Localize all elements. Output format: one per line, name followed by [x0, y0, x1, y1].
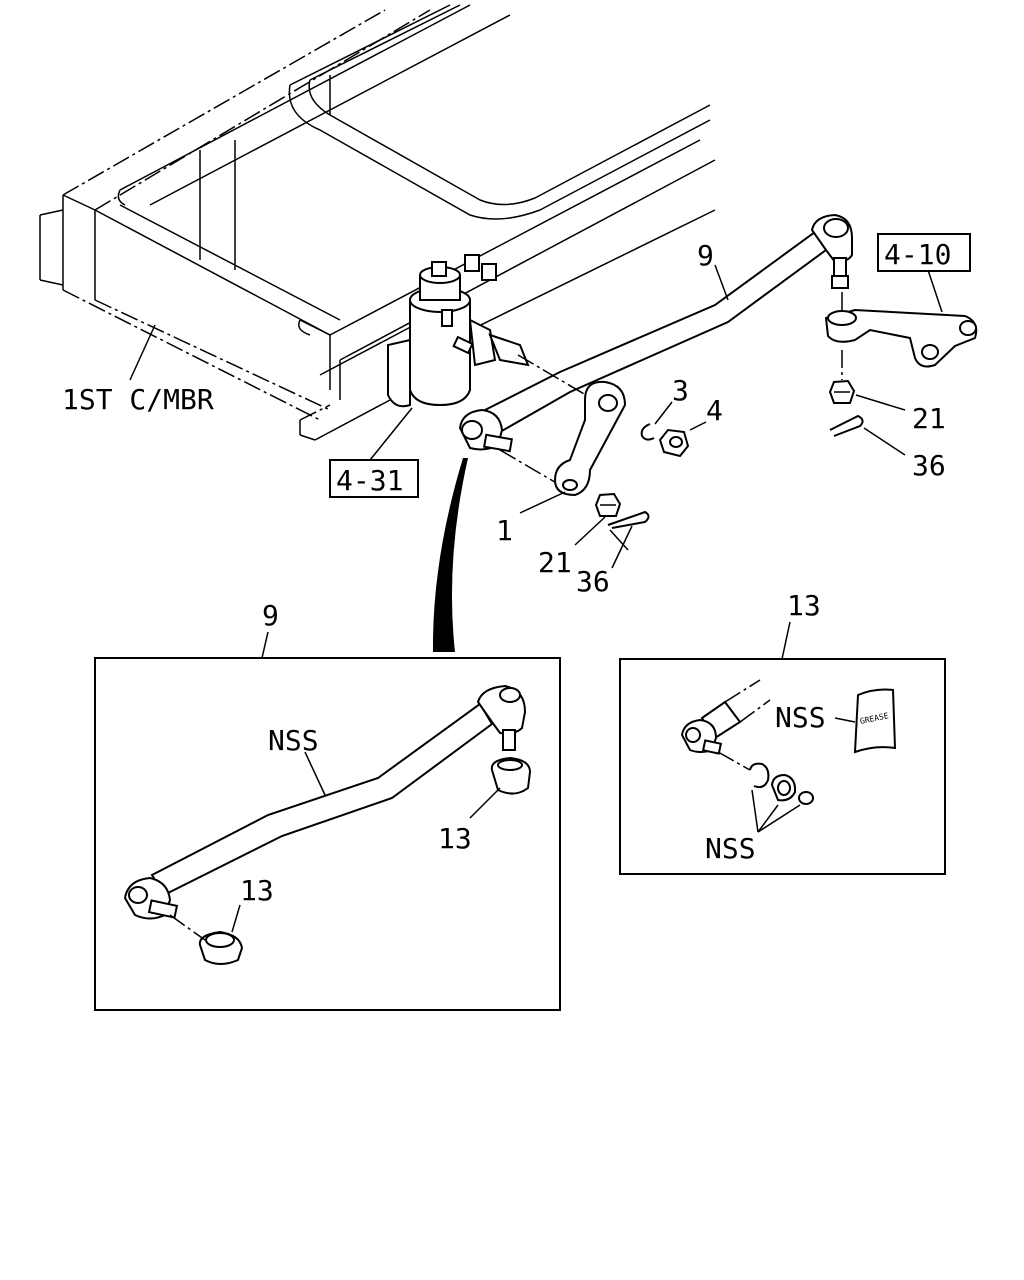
item-4-label: 4: [706, 394, 723, 427]
ref-gearbox-label[interactable]: 4-31: [336, 464, 403, 497]
callout-pointer: [432, 458, 468, 652]
frame-crossmember: [39, 4, 716, 441]
ref-arm-leader: [927, 269, 943, 313]
drag-link-icon: [458, 213, 853, 453]
castle-nut-right-icon: [828, 379, 856, 404]
item-36-right-leader: [863, 427, 906, 456]
item-21-lower-label: 21: [538, 546, 572, 579]
castle-nut-icon: [594, 492, 622, 517]
box-right-title: 13: [787, 589, 821, 622]
gearbox-leader: [369, 407, 413, 461]
grease-packet-icon: GREASE: [853, 688, 897, 754]
box-right-title-leader: [781, 621, 791, 660]
item-13-a-label: 13: [438, 822, 472, 855]
nss-left-leader: [304, 751, 326, 796]
item-1-leader: [519, 491, 566, 514]
detail-box-boot-kit: [619, 658, 946, 875]
ref-arm-label[interactable]: 4-10: [884, 238, 951, 271]
box-left-title: 9: [262, 599, 279, 632]
steering-gearbox-icon: [387, 254, 530, 408]
item-13-b-label: 13: [240, 874, 274, 907]
frame-member-label: 1ST C/MBR: [62, 383, 214, 416]
item-13-a-leader: [469, 787, 501, 819]
nut-4-icon: [658, 428, 690, 458]
drag-link-label: 9: [697, 239, 714, 272]
snap-ring-icon: [640, 423, 655, 441]
ref-arm-box[interactable]: [877, 233, 971, 272]
item-13-b-leader: [231, 904, 241, 933]
tie-rod-end-icon: [680, 679, 771, 755]
box-left-title-leader: [261, 631, 269, 659]
drag-link-leader: [714, 264, 729, 301]
item-21-right-label: 21: [912, 402, 946, 435]
frame-member-leader: [129, 324, 156, 381]
item-21-lower-leader: [574, 516, 606, 546]
item-36-lower-label: 36: [576, 565, 610, 598]
item-3-label: 3: [672, 374, 689, 407]
boot-kit-icon: [749, 762, 814, 805]
ball-joint-boot-icon: [490, 756, 532, 795]
cotter-pin-right-icon: [829, 414, 864, 437]
detail-box-drag-link: [94, 657, 561, 1011]
nss-left-label: NSS: [268, 724, 319, 757]
align-boot-line: [717, 751, 751, 771]
nss-right-top-label: NSS: [775, 701, 826, 734]
item-3-leader: [654, 401, 673, 425]
item-36-lower-leader-b: [609, 529, 629, 551]
nss-right-bottom-leaders: [751, 789, 801, 833]
item-36-lower-leader: [611, 525, 633, 569]
nss-right-bottom-label: NSS: [705, 832, 756, 865]
item-4-leader: [689, 421, 707, 431]
ball-joint-boot-lower-icon: [198, 930, 244, 965]
idler-arm-icon: [824, 308, 978, 368]
nss-right-top-leader: [834, 717, 856, 723]
item-36-right-label: 36: [912, 449, 946, 482]
snap-ring-small-icon: [749, 762, 770, 789]
item-1-label: 1: [496, 514, 513, 547]
cotter-pin-icon: [607, 510, 650, 529]
ref-gearbox-box[interactable]: [329, 459, 419, 498]
align-detail-line: [169, 914, 206, 941]
drag-link-detail-icon: [123, 684, 527, 920]
item-21-right-leader: [855, 394, 906, 411]
pitman-arm-icon: [553, 380, 627, 497]
